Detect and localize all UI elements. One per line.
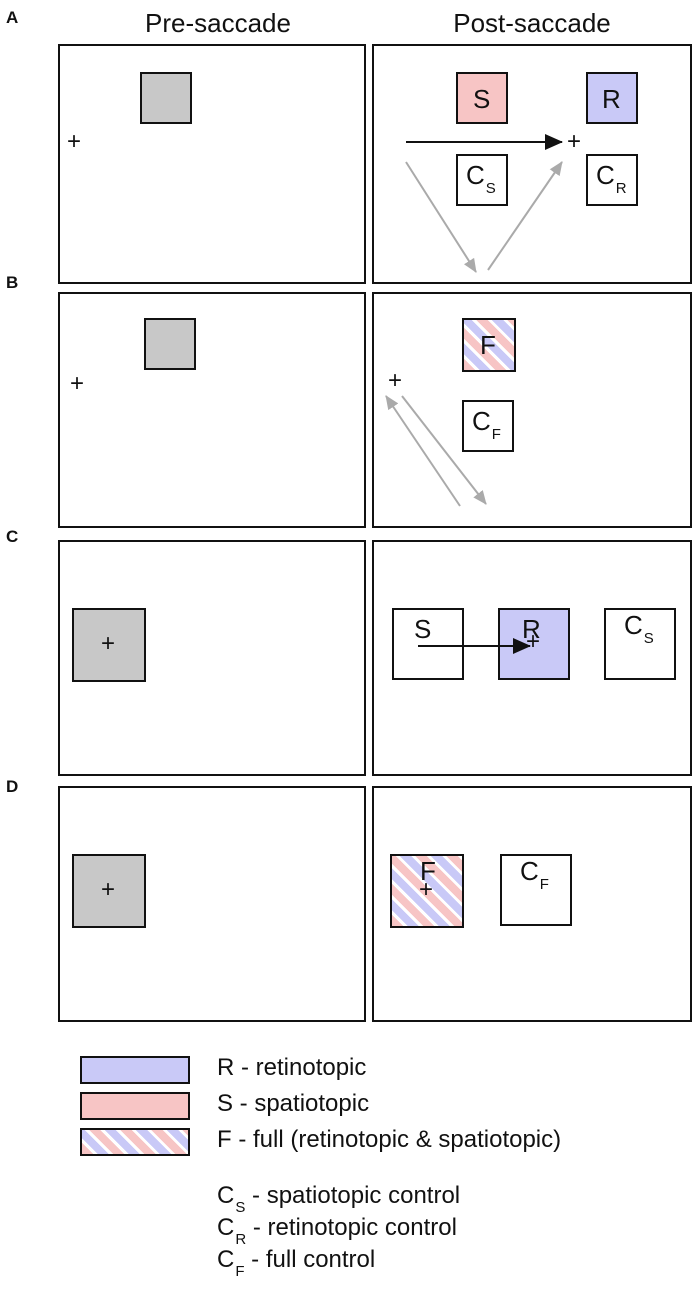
box-label: F	[480, 330, 496, 360]
legend-swatch-retinotopic	[80, 1056, 190, 1084]
fixation-cross: +	[388, 367, 403, 394]
panel-c-post: S R + CS	[372, 540, 692, 776]
box-label: CF	[520, 856, 549, 893]
box-label: S	[414, 614, 432, 644]
fixation-cross: +	[567, 128, 582, 155]
box-label: R	[522, 614, 541, 644]
legend-retinotopic-control: CR - retinotopic control	[217, 1214, 457, 1248]
panel-label-c: C	[6, 527, 19, 546]
fixation-cross: +	[101, 630, 116, 657]
stimulus-square: +	[72, 854, 146, 928]
panel-label-b: B	[6, 273, 19, 292]
full-control-box: CF	[462, 400, 514, 452]
box-label: CS	[624, 610, 654, 647]
panel-b-pre: +	[58, 292, 366, 528]
panel-label-a: A	[6, 8, 19, 27]
box-label: R	[602, 84, 621, 114]
box-label: CF	[472, 406, 501, 443]
spatiotopic-box: S	[456, 72, 508, 124]
retinotopic-box: R	[586, 72, 638, 124]
full-box: F +	[390, 854, 464, 928]
spatiotopic-control-box: CS	[604, 608, 676, 680]
panel-a-pre: +	[58, 44, 366, 284]
box-label: CS	[466, 160, 496, 197]
full-box: F	[462, 318, 516, 372]
panel-d-post: F + CF	[372, 786, 692, 1022]
retinotopic-box: R +	[498, 608, 570, 680]
legend-swatch-spatiotopic	[80, 1092, 190, 1120]
box-label: F	[420, 856, 436, 886]
panel-d-pre: +	[58, 786, 366, 1022]
spatiotopic-box: S	[392, 608, 464, 680]
pre-saccade-header: Pre-saccade	[145, 8, 291, 38]
stimulus-square: +	[72, 608, 146, 682]
legend-retinotopic: R - retinotopic	[217, 1054, 367, 1081]
retinotopic-control-box: CR	[586, 154, 638, 206]
stimulus-square	[144, 318, 196, 370]
legend-full: F - full (retinotopic & spatiotopic)	[217, 1126, 562, 1153]
legend-swatch-full	[80, 1128, 190, 1156]
panel-c-pre: +	[58, 540, 366, 776]
fixation-cross: +	[67, 128, 82, 155]
fixation-cross: +	[101, 876, 116, 903]
spatiotopic-control-box: CS	[456, 154, 508, 206]
legend-full-control: CF - full control	[217, 1246, 376, 1280]
box-label: S	[473, 84, 491, 114]
full-control-box: CF	[500, 854, 572, 926]
fixation-cross: +	[70, 370, 85, 397]
legend-spatiotopic-control: CS - spatiotopic control	[217, 1182, 461, 1216]
legend-spatiotopic: S - spatiotopic	[217, 1090, 370, 1117]
panel-b-post: F CF +	[372, 292, 692, 528]
stimulus-square	[140, 72, 192, 124]
box-label: CR	[596, 160, 627, 197]
post-saccade-header: Post-saccade	[453, 8, 611, 38]
panel-label-d: D	[6, 777, 19, 796]
fixation-cross: +	[526, 628, 541, 655]
panel-a-post: S R CS CR +	[372, 44, 692, 284]
fixation-cross: +	[419, 876, 434, 903]
